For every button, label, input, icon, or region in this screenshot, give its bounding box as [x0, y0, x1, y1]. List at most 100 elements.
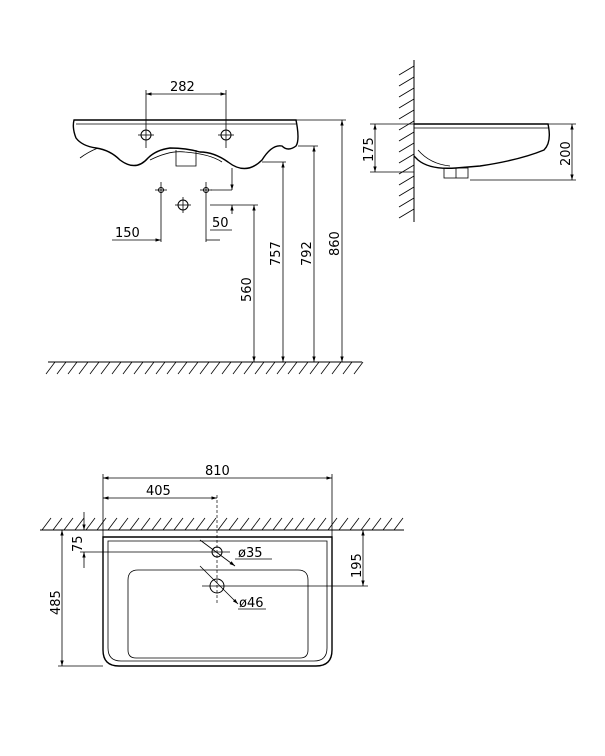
hatch-line: [166, 361, 177, 375]
hatch-line: [221, 361, 232, 375]
hatch-line: [239, 517, 250, 531]
hatch-line: [398, 65, 415, 76]
dim-560: 560: [240, 277, 255, 302]
hatch-line: [118, 517, 129, 531]
hatch-line: [151, 517, 162, 531]
hatch-line: [41, 517, 52, 531]
hatch-line: [206, 517, 217, 531]
hatch-line: [111, 361, 122, 375]
hatch-line: [382, 517, 393, 531]
dim-50: 50: [212, 216, 229, 231]
hatch-line: [398, 120, 415, 131]
hatch-line: [177, 361, 188, 375]
dim-dia-35: ø35: [238, 546, 263, 561]
hatch-line: [74, 517, 85, 531]
basin-side-outline: [413, 123, 551, 170]
hatch-line: [56, 361, 67, 375]
hatch-line: [360, 517, 371, 531]
hatch-line: [320, 361, 331, 375]
dim-405: 405: [146, 484, 171, 499]
dim-810: 810: [205, 464, 230, 479]
hatch-line: [261, 517, 272, 531]
hatch-line: [52, 517, 63, 531]
hatch-line: [195, 517, 206, 531]
hatch-line: [210, 361, 221, 375]
hatch-line: [276, 361, 287, 375]
waste-supply-points: [155, 187, 212, 213]
basin-plan-bowl: [127, 569, 309, 659]
hatch-line: [371, 517, 382, 531]
hatch-line: [398, 109, 415, 120]
hatch-line: [398, 197, 415, 208]
hatch-line: [140, 517, 151, 531]
hatch-line: [188, 361, 199, 375]
hatch-line: [254, 361, 265, 375]
hatch-line: [353, 361, 364, 375]
hatch-line: [287, 361, 298, 375]
side-view: 175 200: [362, 60, 576, 222]
dim-485: 485: [49, 590, 64, 615]
hatch-line: [199, 361, 210, 375]
front-view: 282 150 50 560 757 792: [45, 80, 364, 375]
dim-757: 757: [269, 241, 284, 266]
dim-860: 860: [328, 231, 343, 256]
hatch-line: [305, 517, 316, 531]
basin-front-outline: [72, 119, 299, 170]
basin-plan-outer: [102, 536, 333, 667]
hatch-line: [144, 361, 155, 375]
hatch-line: [272, 517, 283, 531]
dim-200: 200: [559, 141, 574, 166]
hatch-line: [393, 517, 404, 531]
hatch-line: [398, 175, 415, 186]
floor-hatch: [45, 361, 364, 375]
dim-195: 195: [350, 553, 365, 578]
dim-175: 175: [362, 137, 377, 162]
dim-792: 792: [300, 241, 315, 266]
hatch-line: [398, 76, 415, 87]
hatch-line: [398, 142, 415, 153]
hatch-line: [298, 361, 309, 375]
hatch-line: [283, 517, 294, 531]
hatch-line: [228, 517, 239, 531]
hatch-line: [331, 361, 342, 375]
dim-150: 150: [115, 226, 140, 241]
hatch-line: [398, 131, 415, 142]
hatch-line: [173, 517, 184, 531]
hatch-line: [155, 361, 166, 375]
hatch-line: [398, 186, 415, 197]
hatch-line: [67, 361, 78, 375]
hatch-line: [100, 361, 111, 375]
hatch-line: [398, 208, 415, 219]
hatch-line: [398, 87, 415, 98]
hatch-line: [265, 361, 276, 375]
hatch-line: [184, 517, 195, 531]
hatch-line: [96, 517, 107, 531]
hatch-line: [45, 361, 56, 375]
plan-view: ø35 ø46 810 405 75 485 195: [40, 464, 404, 667]
dim-75: 75: [71, 535, 86, 552]
hatch-line: [63, 517, 74, 531]
hatch-line: [342, 361, 353, 375]
hatch-line: [398, 98, 415, 109]
hatch-line: [107, 517, 118, 531]
hatch-line: [294, 517, 305, 531]
hatch-line: [398, 153, 415, 164]
hatch-line: [122, 361, 133, 375]
hatch-line: [243, 361, 254, 375]
dim-282: 282: [170, 80, 195, 95]
hatch-line: [232, 361, 243, 375]
dim-dia-46: ø46: [239, 596, 264, 611]
hatch-line: [217, 517, 228, 531]
hatch-line: [89, 361, 100, 375]
hatch-line: [309, 361, 320, 375]
hatch-line: [129, 517, 140, 531]
hatch-line: [338, 517, 349, 531]
hatch-line: [316, 517, 327, 531]
hatch-line: [398, 164, 415, 175]
hatch-line: [349, 517, 360, 531]
hatch-line: [327, 517, 338, 531]
hatch-line: [162, 517, 173, 531]
hatch-line: [133, 361, 144, 375]
hatch-line: [85, 517, 96, 531]
